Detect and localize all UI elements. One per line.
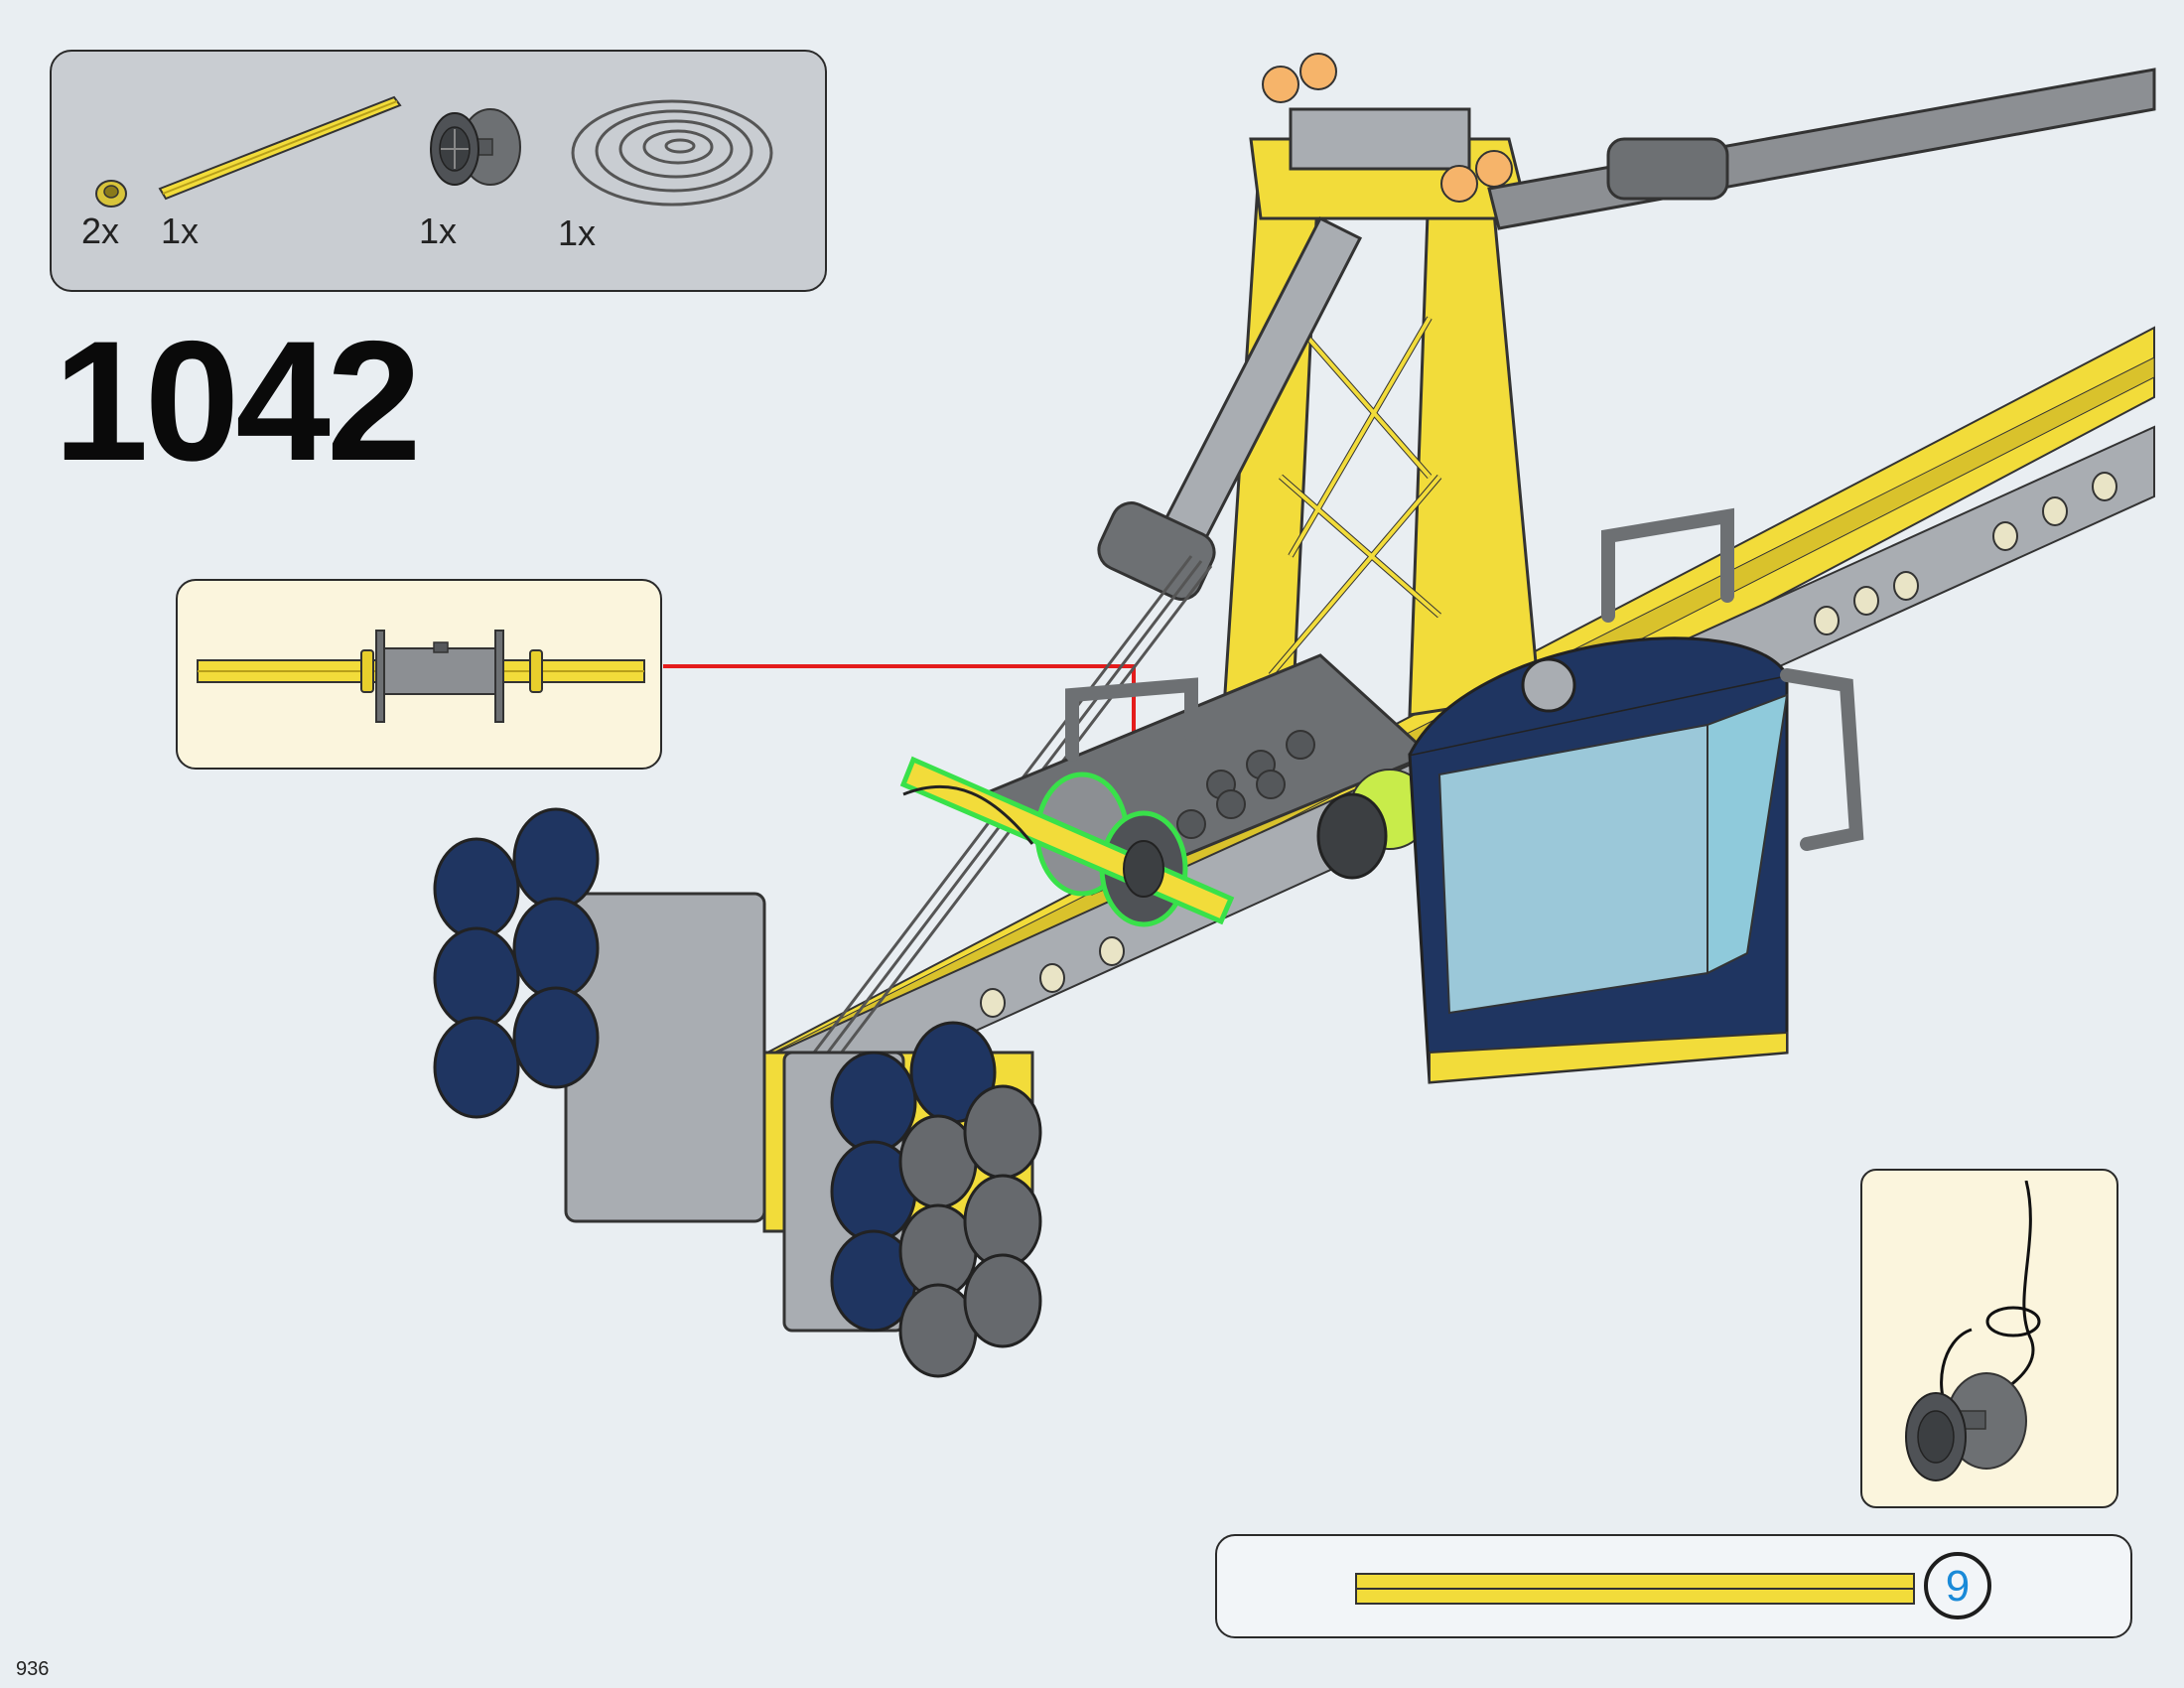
callout-arrow [663, 664, 1136, 773]
axle-qty: 1x [161, 211, 200, 251]
axle-length-gauge: 9 [1215, 1534, 2132, 1638]
pulley-wheel-qty: 1x [419, 211, 458, 251]
string-tie-callout [1860, 1169, 2118, 1508]
axle-assembly-icon [197, 630, 645, 723]
string-knot-icon [1905, 1181, 2041, 1481]
axle-icon [158, 95, 402, 201]
string-coil-qty: 1x [558, 212, 597, 253]
string-coil-icon [571, 99, 773, 207]
axle-assembly-callout [176, 579, 662, 770]
axle-length-number: 9 [1924, 1552, 1991, 1619]
pulley-wheel-icon [430, 108, 521, 186]
bush-qty: 2x [81, 211, 120, 251]
axle-icon [1355, 1573, 1915, 1605]
page-number: 936 [16, 1658, 50, 1680]
step-number: 1042 [54, 306, 422, 496]
bush-icon [95, 180, 127, 208]
parts-list-panel: 2x 1x 1x 1x [50, 50, 827, 292]
